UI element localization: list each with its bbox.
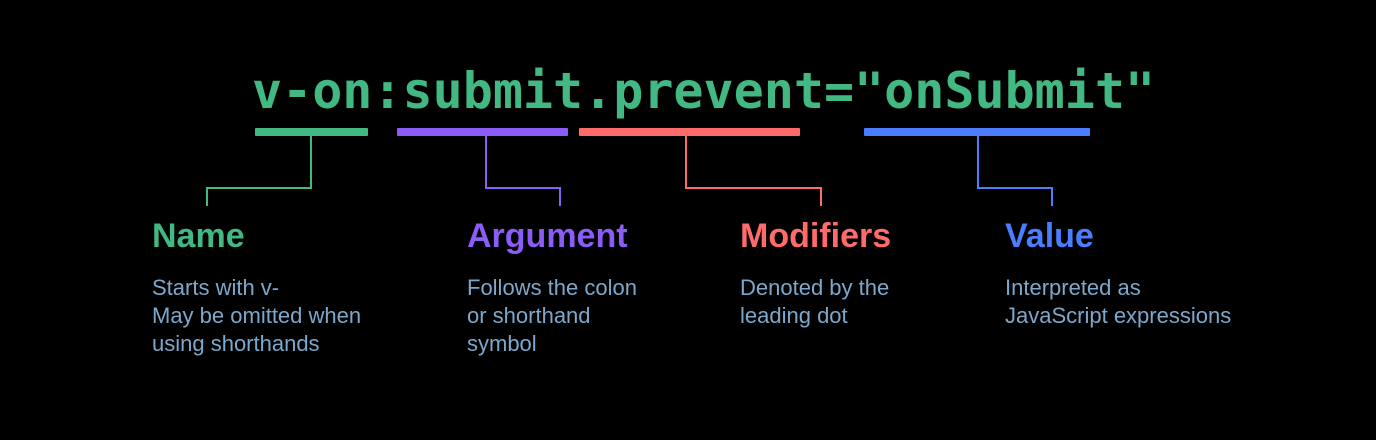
group-title-argument: Argument: [467, 217, 628, 255]
connector-name: [206, 136, 312, 206]
connector-value: [977, 136, 1053, 206]
group-description-modifiers: Denoted by the leading dot: [740, 275, 890, 328]
group-description-name: Starts with v- May be omitted when using…: [152, 275, 362, 356]
underline-bar-name: [255, 128, 368, 136]
connector-modifiers: [685, 136, 822, 206]
code-expression: v-on:submit.prevent="onSubmit": [252, 62, 1156, 120]
connector-argument: [485, 136, 561, 206]
group-description-argument: Follows the colon or shorthand symbol: [467, 275, 637, 356]
underline-bar-modifiers: [579, 128, 800, 136]
group-title-modifiers: Modifiers: [740, 217, 892, 255]
underline-bar-value: [864, 128, 1090, 136]
group-title-value: Value: [1005, 217, 1094, 255]
group-description-value: Interpreted as JavaScript expressions: [1005, 275, 1232, 328]
underline-bar-argument: [397, 128, 568, 136]
group-title-name: Name: [152, 217, 245, 255]
